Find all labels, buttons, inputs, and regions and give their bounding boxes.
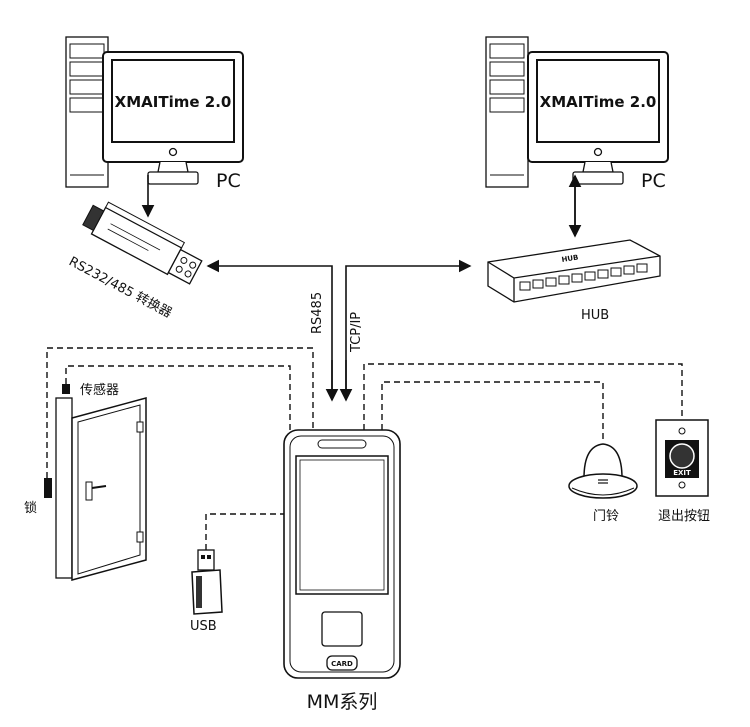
pc-right-label: PC <box>641 170 666 192</box>
doorbell-icon <box>568 443 638 499</box>
solid-connections <box>141 174 582 402</box>
pc-left-label: PC <box>216 170 241 192</box>
exit-button-wire <box>363 363 683 430</box>
tcpip-label: TCP/IP <box>349 312 364 353</box>
tcpip-link <box>345 259 472 398</box>
hub-icon <box>487 239 661 303</box>
hub-front-text: HUB <box>561 253 579 264</box>
rs485-label: RS485 <box>310 292 325 334</box>
pc-left-monitor-icon <box>102 51 244 185</box>
pc-right: XMAITime 2.0 PC <box>485 36 669 192</box>
device-card-text: CARD <box>331 660 353 668</box>
dashed-connections <box>46 347 683 550</box>
usb-label: USB <box>190 619 217 634</box>
pc-left-screen-text: XMAITime 2.0 <box>115 93 232 111</box>
mm-device-icon <box>283 429 401 679</box>
doorbell-label: 门铃 <box>593 509 619 524</box>
device-label: MM系列 <box>307 691 378 713</box>
usb-drive-icon <box>191 549 223 615</box>
sensor-label: 传感器 <box>80 382 119 398</box>
exit-button-text: EXIT <box>673 469 691 477</box>
door-icon <box>44 384 147 581</box>
lock-wire <box>46 347 314 478</box>
rs232-485-converter-icon <box>82 201 203 285</box>
rs485-link <box>206 259 333 398</box>
lock-label: 锁 <box>24 500 37 516</box>
usb-wire <box>205 513 284 550</box>
exit-button-icon <box>655 419 709 497</box>
pc-left: XMAITime 2.0 PC <box>65 36 244 192</box>
hub-label: HUB <box>581 308 609 323</box>
pc-right-monitor-icon <box>527 51 669 185</box>
pc-right-tower-icon <box>485 36 529 188</box>
sensor-wire <box>65 365 291 430</box>
exit-button-label: 退出按钮 <box>658 509 710 524</box>
pc-left-tower-icon <box>65 36 109 188</box>
pc-right-screen-text: XMAITime 2.0 <box>540 93 657 111</box>
doorbell-wire <box>381 381 604 442</box>
